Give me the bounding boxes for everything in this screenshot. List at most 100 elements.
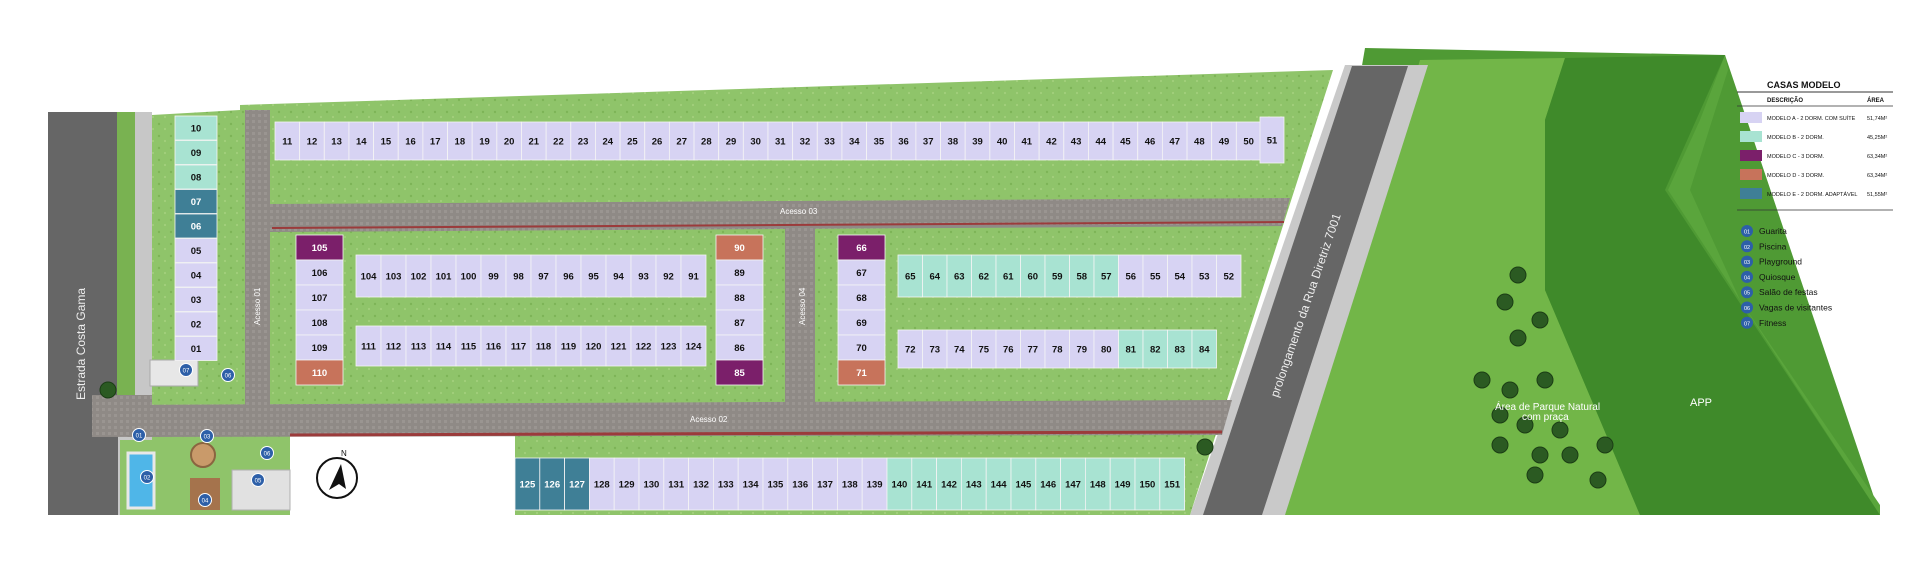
lot-84[interactable]: 84 xyxy=(1191,329,1217,369)
amenity-marker-01[interactable]: 01 xyxy=(132,428,146,442)
lot-108[interactable]: 108 xyxy=(295,309,344,336)
lot-114[interactable]: 114 xyxy=(430,325,457,367)
lot-52[interactable]: 52 xyxy=(1216,254,1242,298)
lot-141[interactable]: 141 xyxy=(911,457,937,511)
lot-139[interactable]: 139 xyxy=(861,457,888,511)
lot-59[interactable]: 59 xyxy=(1044,254,1070,298)
lot-50[interactable]: 50 xyxy=(1235,121,1262,161)
lot-04[interactable]: 04 xyxy=(174,262,218,288)
lot-112[interactable]: 112 xyxy=(380,325,407,367)
lot-60[interactable]: 60 xyxy=(1020,254,1046,298)
lot-15[interactable]: 15 xyxy=(373,121,399,161)
lot-32[interactable]: 32 xyxy=(792,121,818,161)
lot-95[interactable]: 95 xyxy=(580,254,607,298)
lot-80[interactable]: 80 xyxy=(1093,329,1119,369)
lot-76[interactable]: 76 xyxy=(995,329,1021,369)
lot-79[interactable]: 79 xyxy=(1069,329,1095,369)
lot-104[interactable]: 104 xyxy=(355,254,382,298)
lot-03[interactable]: 03 xyxy=(174,287,218,312)
lot-51[interactable]: 51 xyxy=(1259,116,1285,164)
lot-23[interactable]: 23 xyxy=(570,121,596,161)
lot-140[interactable]: 140 xyxy=(886,457,913,511)
lot-132[interactable]: 132 xyxy=(688,457,714,511)
lot-37[interactable]: 37 xyxy=(915,121,941,161)
lot-07[interactable]: 07 xyxy=(174,189,218,214)
lot-11[interactable]: 11 xyxy=(274,121,301,161)
lot-143[interactable]: 143 xyxy=(961,457,987,511)
lot-06[interactable]: 06 xyxy=(174,213,218,239)
lot-88[interactable]: 88 xyxy=(715,284,764,311)
lot-93[interactable]: 93 xyxy=(630,254,657,298)
lot-119[interactable]: 119 xyxy=(555,325,582,367)
amenity-marker-02[interactable]: 02 xyxy=(140,470,154,484)
amenity-marker-07[interactable]: 07 xyxy=(179,363,193,377)
lot-49[interactable]: 49 xyxy=(1211,121,1237,161)
lot-69[interactable]: 69 xyxy=(837,309,886,336)
lot-20[interactable]: 20 xyxy=(496,121,522,161)
lot-86[interactable]: 86 xyxy=(715,334,764,361)
lot-147[interactable]: 147 xyxy=(1060,457,1086,511)
lot-77[interactable]: 77 xyxy=(1020,329,1046,369)
lot-65[interactable]: 65 xyxy=(897,254,923,298)
lot-128[interactable]: 128 xyxy=(589,457,615,511)
lot-55[interactable]: 55 xyxy=(1142,254,1168,298)
lot-58[interactable]: 58 xyxy=(1069,254,1095,298)
lot-57[interactable]: 57 xyxy=(1093,254,1119,298)
lot-40[interactable]: 40 xyxy=(989,121,1015,161)
lot-151[interactable]: 151 xyxy=(1159,457,1186,511)
lot-13[interactable]: 13 xyxy=(323,121,350,161)
lot-42[interactable]: 42 xyxy=(1038,121,1065,161)
lot-87[interactable]: 87 xyxy=(715,309,764,336)
lot-34[interactable]: 34 xyxy=(841,121,867,161)
lot-92[interactable]: 92 xyxy=(655,254,682,298)
lot-22[interactable]: 22 xyxy=(545,121,572,161)
lot-64[interactable]: 64 xyxy=(922,254,948,298)
lot-01[interactable]: 01 xyxy=(174,336,218,361)
lot-28[interactable]: 28 xyxy=(693,121,720,161)
lot-149[interactable]: 149 xyxy=(1109,457,1136,511)
lot-05[interactable]: 05 xyxy=(174,238,218,263)
lot-124[interactable]: 124 xyxy=(680,325,707,367)
amenity-marker-03[interactable]: 03 xyxy=(200,429,214,443)
lot-131[interactable]: 131 xyxy=(663,457,689,511)
lot-24[interactable]: 24 xyxy=(595,121,621,161)
lot-09[interactable]: 09 xyxy=(174,140,218,165)
lot-19[interactable]: 19 xyxy=(471,121,498,161)
lot-10[interactable]: 10 xyxy=(174,115,218,141)
lot-02[interactable]: 02 xyxy=(174,311,218,337)
lot-110[interactable]: 110 xyxy=(295,359,344,386)
lot-137[interactable]: 137 xyxy=(812,457,838,511)
lot-43[interactable]: 43 xyxy=(1063,121,1089,161)
lot-46[interactable]: 46 xyxy=(1137,121,1163,161)
lot-45[interactable]: 45 xyxy=(1112,121,1139,161)
amenity-marker-06[interactable]: 06 xyxy=(260,446,274,460)
lot-123[interactable]: 123 xyxy=(655,325,682,367)
lot-33[interactable]: 33 xyxy=(816,121,843,161)
lot-74[interactable]: 74 xyxy=(946,329,972,369)
lot-99[interactable]: 99 xyxy=(480,254,507,298)
lot-133[interactable]: 133 xyxy=(713,457,739,511)
lot-101[interactable]: 101 xyxy=(430,254,457,298)
lot-97[interactable]: 97 xyxy=(530,254,557,298)
lot-142[interactable]: 142 xyxy=(936,457,962,511)
lot-78[interactable]: 78 xyxy=(1044,329,1070,369)
lot-71[interactable]: 71 xyxy=(837,359,886,386)
lot-35[interactable]: 35 xyxy=(866,121,892,161)
lot-27[interactable]: 27 xyxy=(669,121,695,161)
lot-146[interactable]: 146 xyxy=(1035,457,1062,511)
lot-90[interactable]: 90 xyxy=(715,234,764,261)
lot-56[interactable]: 56 xyxy=(1118,254,1144,298)
lot-36[interactable]: 36 xyxy=(890,121,917,161)
lot-66[interactable]: 66 xyxy=(837,234,886,261)
lot-100[interactable]: 100 xyxy=(455,254,482,298)
lot-125[interactable]: 125 xyxy=(514,457,541,511)
lot-134[interactable]: 134 xyxy=(737,457,764,511)
lot-120[interactable]: 120 xyxy=(580,325,607,367)
lot-54[interactable]: 54 xyxy=(1167,254,1193,298)
lot-121[interactable]: 121 xyxy=(605,325,632,367)
lot-75[interactable]: 75 xyxy=(971,329,997,369)
lot-68[interactable]: 68 xyxy=(837,284,886,311)
lot-44[interactable]: 44 xyxy=(1088,121,1114,161)
lot-12[interactable]: 12 xyxy=(299,121,325,161)
lot-136[interactable]: 136 xyxy=(787,457,813,511)
